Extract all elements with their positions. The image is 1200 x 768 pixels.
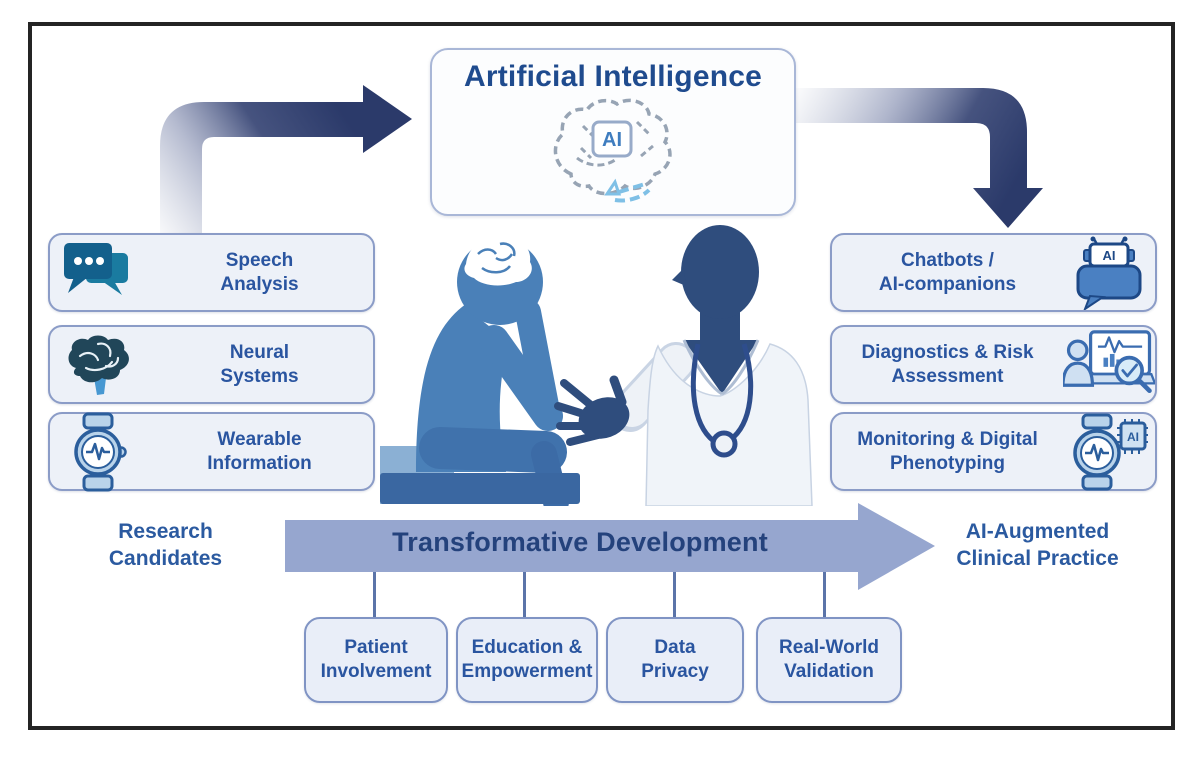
chatbot-chip-label: AI (1103, 248, 1116, 263)
circuit-brain-icon: AI (553, 98, 672, 203)
patient-doctor-illustration (380, 225, 813, 506)
panel-label-wearable-information: Wearable Information (207, 429, 312, 474)
brain-icon (68, 335, 129, 395)
chatbot-icon: AI (1076, 236, 1142, 310)
curved-arrow-right (795, 88, 1043, 228)
panel-chatbots-ai-companions: Chatbots / AI-companions AI (830, 233, 1157, 312)
bottom-label-data-privacy: Data Privacy (641, 637, 709, 682)
artificial-intelligence-box: Artificial Intelligence AI (430, 48, 796, 216)
panel-label-speech-analysis: Speech Analysis (220, 250, 299, 295)
process-arrow (285, 503, 935, 590)
bottom-label-education-empowerment: Education & Empowerment (461, 637, 593, 682)
smartwatch-icon (74, 412, 127, 491)
monitoring-chip-label: AI (1127, 430, 1139, 444)
doctor-figure (554, 225, 813, 506)
connector-line (373, 572, 376, 618)
panel-label-monitoring: Monitoring & Digital Phenotyping (857, 429, 1038, 474)
caption-ai-augmented-clinical-practice: AI-Augmented Clinical Practice (956, 520, 1119, 571)
panel-label-chatbots: Chatbots / AI-companions (878, 250, 1017, 295)
panel-neural-systems: Neural Systems (48, 325, 375, 404)
ai-chip-label: AI (602, 129, 622, 151)
caption-research-candidates: Research Candidates (108, 520, 223, 571)
bottom-box-education-empowerment: Education & Empowerment (456, 617, 598, 703)
panel-speech-analysis: Speech Analysis (48, 233, 375, 312)
connector-line (823, 572, 826, 618)
panel-label-diagnostics: Diagnostics & Risk Assessment (861, 342, 1034, 387)
ai-box-title: Artificial Intelligence (463, 60, 762, 93)
bottom-box-real-world-validation: Real-World Validation (756, 617, 902, 703)
bottom-label-real-world-validation: Real-World Validation (779, 637, 879, 682)
panel-label-neural-systems: Neural Systems (220, 342, 299, 387)
patient-figure (380, 237, 580, 506)
diagnostics-icon (1063, 329, 1155, 393)
panel-diagnostics-risk-assessment: Diagnostics & Risk Assessment (830, 325, 1157, 404)
curved-arrow-left (160, 85, 412, 238)
connector-line (523, 572, 526, 618)
process-arrow-label: Transformative Development (392, 527, 768, 557)
panel-wearable-information: Wearable Information (48, 412, 375, 491)
monitoring-watch-icon: AI (1073, 413, 1148, 490)
panel-monitoring-digital-phenotyping: Monitoring & Digital Phenotyping AI (830, 412, 1157, 491)
speech-bubbles-icon (64, 242, 128, 295)
bottom-box-data-privacy: Data Privacy (606, 617, 744, 703)
bottom-box-patient-involvement: Patient Involvement (304, 617, 448, 703)
connector-line (673, 572, 676, 618)
bottom-label-patient-involvement: Patient Involvement (320, 637, 432, 682)
